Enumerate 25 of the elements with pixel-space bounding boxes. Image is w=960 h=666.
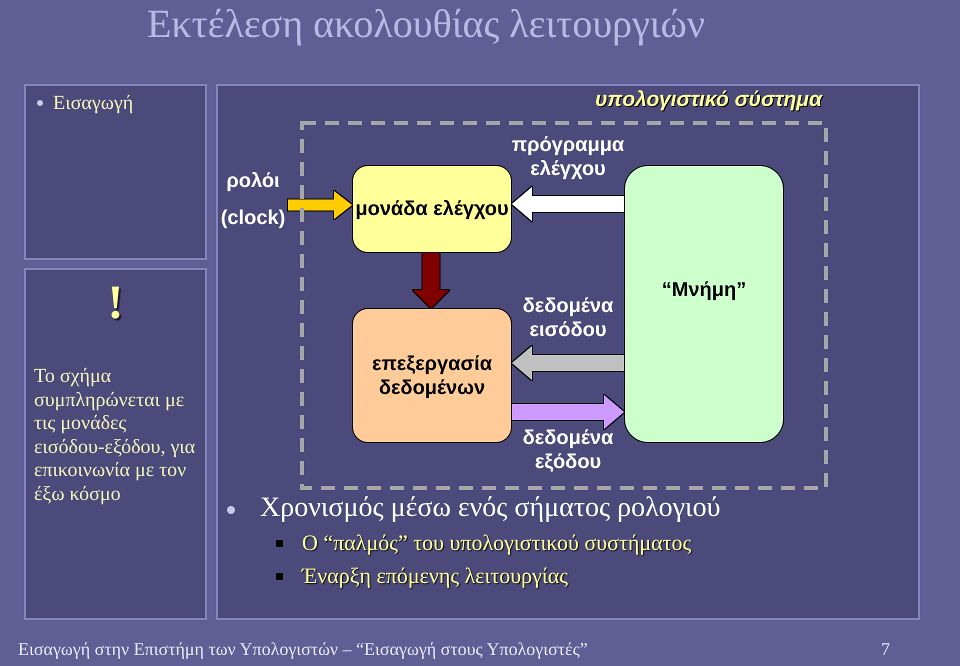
footer-text: Εισαγωγή στην Επιστήμη των Υπολογιστών – “Εισαγωγή στους Υπολογιστές”	[18, 638, 589, 661]
edge-label: δεδομένα εισόδου	[522, 294, 614, 343]
note-text: Το σχήμα συμπληρώνεται με τις μονάδες εισόδου-εξόδου, για επικοινωνία με τον έξω κόσμο	[34, 365, 196, 506]
arrow	[413, 253, 449, 308]
edge-label: δεδομένα εξόδου	[522, 426, 614, 475]
sidebar-panel	[24, 84, 207, 260]
arrow	[288, 191, 352, 219]
memory-box: “Μνήμη”	[624, 165, 784, 443]
sub-bullet-text: Έναρξη επόμενης λειτουργίας	[302, 562, 569, 590]
clock-label: ρολόι (clock)	[218, 163, 288, 237]
arrow	[512, 187, 624, 221]
slide-title: Εκτέλεση ακολουθίας λειτουργιών	[147, 0, 706, 48]
list-item: Εισαγωγή	[53, 91, 134, 116]
sub-bullet-text: Ο “παλμός” του υπολογιστικού συστήματος	[302, 529, 692, 557]
edge-label: πρόγραμμα ελέγχου	[510, 133, 626, 182]
note-panel	[24, 268, 207, 620]
control-unit-box: μονάδα ελέγχου	[352, 165, 512, 253]
arrow	[512, 395, 624, 429]
frame-title: υπολογιστικό σύστημα	[594, 87, 822, 113]
arrow	[512, 346, 624, 380]
exclamation-mark: !	[106, 276, 124, 330]
page-number: 7	[880, 638, 890, 661]
bullet-text: Χρονισμός μέσω ενός σήματος ρολογιού	[260, 492, 722, 524]
content-panel	[216, 84, 920, 620]
processing-box: επεξεργασία δεδομένων	[352, 308, 512, 443]
